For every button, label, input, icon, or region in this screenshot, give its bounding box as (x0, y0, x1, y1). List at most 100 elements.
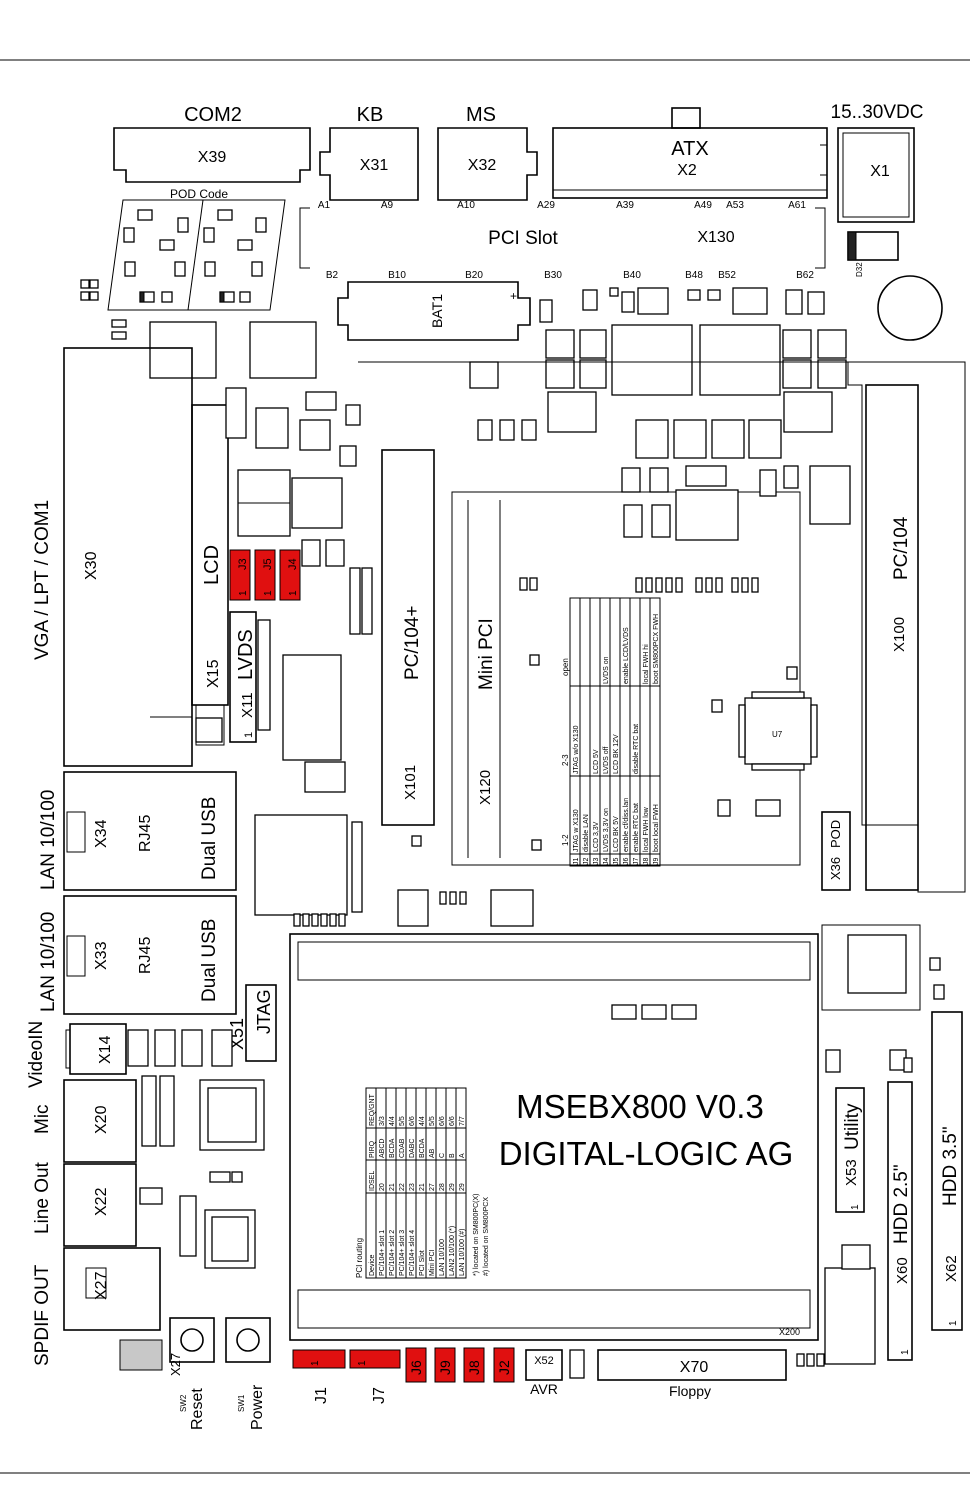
svg-text:enable cf/diss.lan: enable cf/diss.lan (623, 798, 630, 852)
x27-bottom-label: X27 (168, 1353, 183, 1376)
svg-text:3/3: 3/3 (379, 1116, 386, 1126)
power-label: Power (249, 1384, 266, 1430)
pin-a29-label: A29 (537, 200, 555, 211)
pin-a61-label: A61 (788, 200, 806, 211)
svg-text:DABC: DABC (409, 1139, 416, 1158)
pin-b30: B30 (544, 270, 562, 281)
svg-text:boot SM800PCX FWH: boot SM800PCX FWH (653, 614, 660, 684)
jt-h3: open (561, 658, 570, 676)
x62-pin1: 1 (948, 1320, 959, 1326)
svg-text:J4: J4 (603, 858, 610, 866)
j7-label: J7 (371, 1387, 388, 1404)
x34-connector (63, 771, 237, 891)
svg-text:CDAB: CDAB (399, 1138, 406, 1158)
x27-connector (63, 1247, 161, 1331)
svg-text:local FWH hi: local FWH hi (643, 644, 650, 684)
x22-connector (63, 1163, 137, 1247)
x200-connector (297, 941, 811, 981)
svg-text:ABCD: ABCD (379, 1139, 386, 1158)
jumper-j9[interactable] (434, 1347, 456, 1383)
svg-text:PC/104+ slot 4: PC/104+ slot 4 (409, 1230, 416, 1276)
x52-label: X52 (534, 1355, 554, 1367)
pci-slot-label: PCI Slot (488, 228, 558, 249)
x11-connector (229, 611, 257, 743)
x14-label: X14 (97, 1035, 114, 1064)
power-in-label: 15..30VDC (831, 102, 924, 123)
x39-label: X39 (198, 149, 227, 166)
svg-text:6/6: 6/6 (439, 1116, 446, 1126)
svg-text:IDSEL: IDSEL (369, 1171, 376, 1191)
dual-usb-1-label: Dual USB (199, 797, 220, 880)
pin-a10-label: A10 (457, 200, 475, 211)
jumper-j4[interactable] (279, 549, 301, 601)
x31-connector (319, 127, 419, 201)
hdd35-label: HDD 3.5" (940, 1126, 961, 1206)
svg-text:LVDS 3,3V on: LVDS 3,3V on (603, 808, 610, 852)
svg-text:J1: J1 (573, 858, 580, 866)
ls1-buzzer (877, 275, 943, 341)
svg-text:disable LAN: disable LAN (583, 814, 590, 852)
pin-b10: B10 (388, 270, 406, 281)
pod-led-segments (123, 209, 267, 303)
sw2-label: SW2 (179, 1394, 188, 1412)
svg-text:5/5: 5/5 (399, 1116, 406, 1126)
svg-text:29: 29 (459, 1183, 466, 1191)
pci-routing-note-2: #) located on SM800PCX (483, 1197, 490, 1276)
svg-text:local FWH low: local FWH low (643, 806, 650, 852)
u21-chip (824, 1267, 876, 1365)
jumper-j3[interactable] (229, 549, 251, 601)
jumper-j7[interactable] (349, 1349, 401, 1369)
svg-text:BCDA: BCDA (419, 1138, 426, 1158)
lan1-label: LAN 10/100 (38, 790, 59, 890)
pci-routing-title: PCI routing (355, 1238, 364, 1278)
d32-label: D32 (855, 262, 864, 277)
jumper-j8[interactable] (463, 1347, 485, 1383)
x22-label: X22 (93, 1187, 110, 1216)
x130-label: X130 (697, 229, 734, 246)
main-title-2: DIGITAL-LOGIC AG (499, 1135, 794, 1172)
avr-label: AVR (530, 1381, 558, 1397)
x70-label: X70 (680, 1359, 709, 1376)
pin-b52: B52 (718, 270, 736, 281)
pc104plus-outline (358, 361, 966, 893)
svg-text:LAN2 10/100 (*): LAN2 10/100 (*) (449, 1226, 456, 1276)
jumper-j2[interactable] (493, 1347, 515, 1383)
x2-connector (552, 127, 828, 199)
u30-chip (119, 1339, 163, 1371)
pin-a53-label: A53 (726, 200, 744, 211)
svg-text:AB: AB (429, 1148, 436, 1158)
center-components (293, 821, 534, 927)
x33-label: X33 (93, 941, 110, 970)
svg-text:Mini PCI: Mini PCI (429, 1249, 436, 1276)
sw1-power-switch[interactable] (225, 1317, 271, 1363)
video-in-label: VideoIN (26, 1021, 47, 1088)
svg-text:PC/104+ slot 3: PC/104+ slot 3 (399, 1230, 406, 1276)
svg-text:J5: J5 (613, 858, 620, 866)
svg-text:A: A (459, 1153, 466, 1158)
svg-text:J3: J3 (593, 858, 600, 866)
com2-label: COM2 (184, 104, 242, 126)
jumper-j6[interactable] (405, 1347, 427, 1383)
pod-code-area (107, 199, 286, 311)
jumper-j5[interactable] (254, 549, 276, 601)
ram-parts (611, 1004, 697, 1020)
x70-floppy-connector (597, 1349, 787, 1381)
pin-b2: B2 (326, 270, 339, 281)
j4-pin1: 1 (288, 590, 299, 596)
x34-label: X34 (93, 819, 110, 848)
x11-label: X11 (239, 692, 256, 718)
sw1-label: SW1 (237, 1394, 246, 1412)
svg-text:LAN 10/100: LAN 10/100 (439, 1239, 446, 1276)
x30-label: X30 (83, 551, 100, 580)
svg-text:21: 21 (389, 1183, 396, 1191)
pin-b20: B20 (465, 270, 483, 281)
j5-label: J5 (262, 558, 274, 570)
ms-label: MS (466, 104, 496, 126)
rj45-2-label: RJ45 (137, 937, 154, 974)
sw2-reset-switch[interactable] (169, 1317, 215, 1363)
c-floppy-cap (569, 1349, 585, 1379)
j5-pin1: 1 (263, 590, 274, 596)
jumper-j1[interactable] (292, 1349, 346, 1369)
x53-label: X53 (843, 1159, 860, 1186)
